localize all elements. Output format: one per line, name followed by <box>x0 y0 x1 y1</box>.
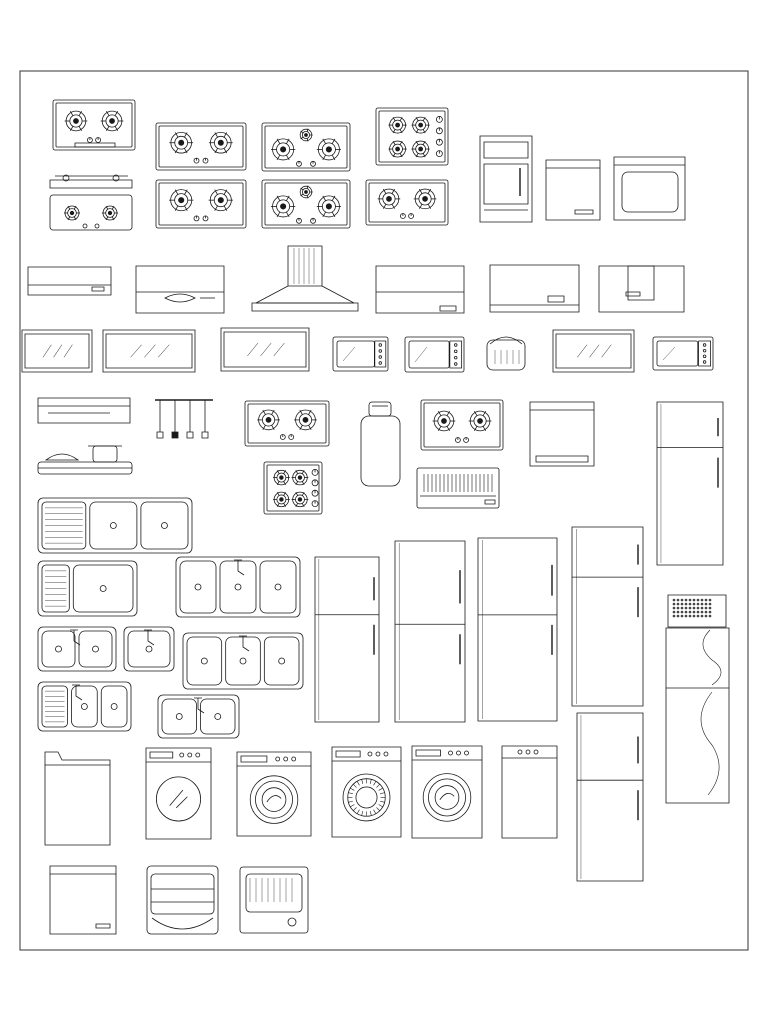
refrigerator-two-door-c <box>478 538 557 721</box>
top-loader-washer-plan <box>147 866 218 934</box>
washing-machine-front-a <box>146 748 211 839</box>
table-top-stove-side-view <box>50 175 132 230</box>
built-in-double-oven <box>480 136 532 222</box>
wall-cabinet-glass-d <box>553 330 634 372</box>
microwave-c <box>653 337 713 370</box>
range-hood-slim <box>28 267 111 295</box>
refrigerator-side-by-side-a <box>657 402 723 565</box>
range-hood-canopy <box>599 266 684 312</box>
dishwasher-tall <box>502 746 557 838</box>
refrigerator-two-door-a <box>315 557 379 722</box>
kitchen-sink-single-drainboard <box>38 561 137 616</box>
dishwasher-undercounter <box>530 402 594 466</box>
compact-dishwasher <box>240 867 308 933</box>
gas-hob-4-burner-small <box>264 462 322 514</box>
washing-machine-front-d <box>412 746 482 838</box>
range-hood-box <box>136 266 224 313</box>
wall-cabinet-glass-a <box>22 330 92 372</box>
built-in-oven <box>614 157 685 220</box>
gas-hob-2-burner-top <box>53 100 135 150</box>
rice-cooker <box>487 337 525 370</box>
dish-drying-rack <box>417 468 499 508</box>
kitchen-sink-triple-a <box>176 557 300 617</box>
gas-hob-3-burner-a <box>262 123 350 171</box>
kitchen-sink-double-drainboard <box>38 498 192 553</box>
refrigerator-with-microwave <box>666 595 729 803</box>
wall-shelf-stove-pots <box>38 398 132 474</box>
gas-hob-4-burner <box>376 108 448 165</box>
washing-machine-front-c <box>332 747 401 837</box>
gas-hob-2-burner-e <box>421 400 503 450</box>
kitchen-sink-single-a <box>124 627 174 671</box>
microwave-a <box>333 337 388 371</box>
gas-hob-2-burner-a <box>156 123 246 170</box>
hob-front-strip <box>75 143 115 147</box>
kitchen-sink-double-c <box>158 695 239 738</box>
drawing-frame <box>20 71 748 950</box>
dishwasher-front-panel <box>546 160 600 220</box>
chimney-range-hood <box>252 246 358 311</box>
wall-cabinet-glass-c <box>221 328 309 371</box>
kitchen-sink-triple-b <box>183 633 303 689</box>
washing-machine-front-b <box>237 752 311 836</box>
gas-cylinder <box>361 402 400 486</box>
kitchen-sink-double-a <box>38 627 116 671</box>
range-hood-box-b <box>376 266 464 313</box>
gas-hob-2-burner-c <box>366 180 448 225</box>
refrigerator-two-door-b <box>395 541 465 722</box>
gas-hob-3-burner-b <box>262 180 350 228</box>
kitchen-sink-double-b <box>38 682 131 731</box>
range-hood-box-c <box>490 265 579 312</box>
utensil-hanging-rail <box>155 400 213 438</box>
microwave-b <box>405 337 464 372</box>
appliance-blocks <box>22 100 729 934</box>
refrigerator-two-door-e <box>577 713 643 881</box>
wall-cabinet-glass-b <box>103 330 195 372</box>
undercounter-unit <box>50 866 116 934</box>
refrigerator-two-door-d <box>572 527 643 706</box>
base-cabinet <box>45 752 110 845</box>
gas-hob-2-burner-d <box>245 401 329 446</box>
gas-hob-2-burner-b <box>156 180 246 228</box>
